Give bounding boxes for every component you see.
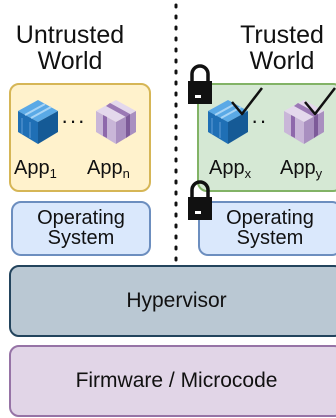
trusted-os-lock-icon: [186, 180, 214, 222]
app-1-label: App1: [14, 157, 74, 181]
untrusted-world-title: Untrusted World: [0, 22, 140, 74]
trusted-world-title: Trusted World: [228, 22, 336, 74]
app-1-label-sub: 1: [49, 166, 57, 181]
trusted-title-line2: World: [249, 47, 315, 75]
untrusted-title-line1: Untrusted: [15, 21, 125, 49]
app-y-checkmark-icon: [303, 86, 336, 116]
hypervisor-box: Hypervisor: [9, 265, 336, 337]
app-n-label-sub: n: [122, 166, 130, 181]
app-1-icon: [17, 99, 59, 145]
app-x-label-base: App: [209, 157, 245, 179]
untrusted-os-line1: Operating: [37, 207, 125, 229]
trusted-apps-ellipsis: ··: [251, 108, 268, 133]
app-x-label-sub: x: [244, 166, 252, 181]
firmware-box: Firmware / Microcode: [9, 345, 336, 417]
untrusted-apps-ellipsis: ···: [61, 108, 86, 133]
app-y-label-sub: y: [315, 166, 323, 181]
app-n-icon: [96, 100, 136, 144]
app-y-label: Appy: [280, 157, 336, 181]
app-1-label-base: App: [14, 157, 50, 179]
app-n-label-base: App: [87, 157, 123, 179]
trusted-operating-system-box: Operating System: [198, 201, 336, 256]
app-y-label-base: App: [280, 157, 316, 179]
untrusted-os-line2: System: [47, 227, 115, 249]
trusted-apps-lock-icon: [186, 64, 214, 106]
trusted-title-line1: Trusted: [240, 21, 324, 49]
firmware-label: Firmware / Microcode: [75, 369, 278, 392]
app-n-label: Appn: [87, 157, 147, 181]
untrusted-operating-system-box: Operating System: [11, 201, 151, 256]
trusted-os-line1: Operating: [226, 207, 314, 229]
trusted-os-line2: System: [236, 227, 304, 249]
hypervisor-label: Hypervisor: [126, 289, 227, 312]
app-x-label: Appx: [209, 157, 269, 181]
untrusted-title-line2: World: [37, 47, 103, 75]
